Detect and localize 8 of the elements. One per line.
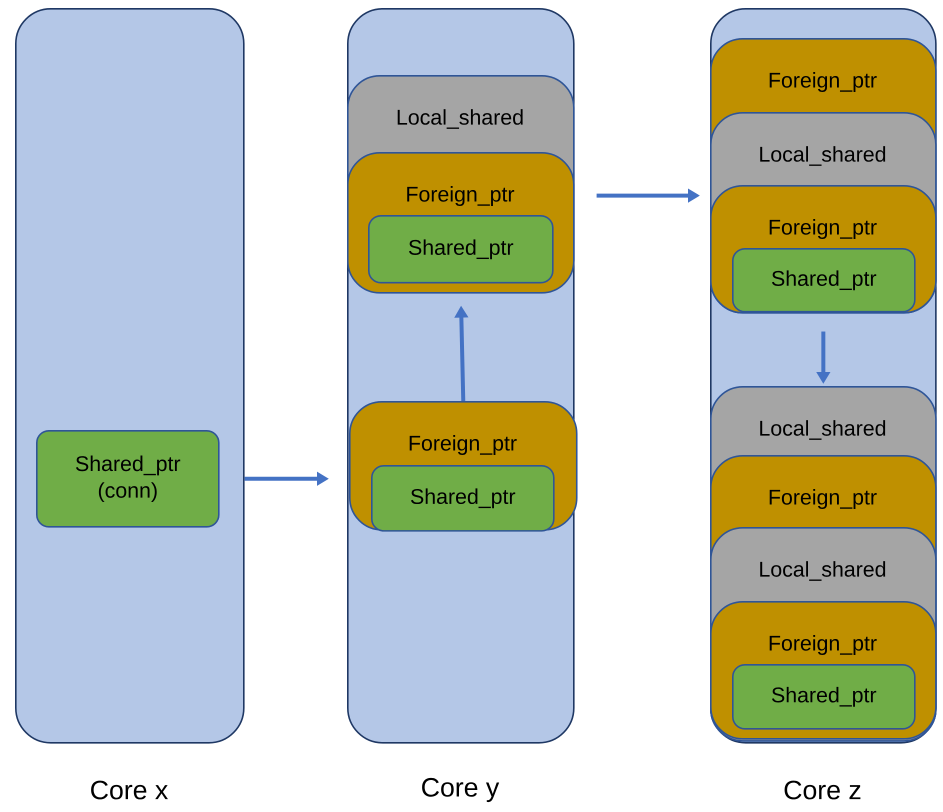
pointer-box: Shared_ptr [732,664,916,730]
pointer-box: Shared_ptr (conn) [36,430,220,528]
pointer-box: Shared_ptr [732,248,916,313]
column-label: Core x [91,780,168,800]
column-label: Core y [422,778,500,802]
pointer-box: Shared_ptr [368,215,554,284]
column-label: Core z [784,780,860,800]
pointer-box: Shared_ptr [371,465,555,532]
